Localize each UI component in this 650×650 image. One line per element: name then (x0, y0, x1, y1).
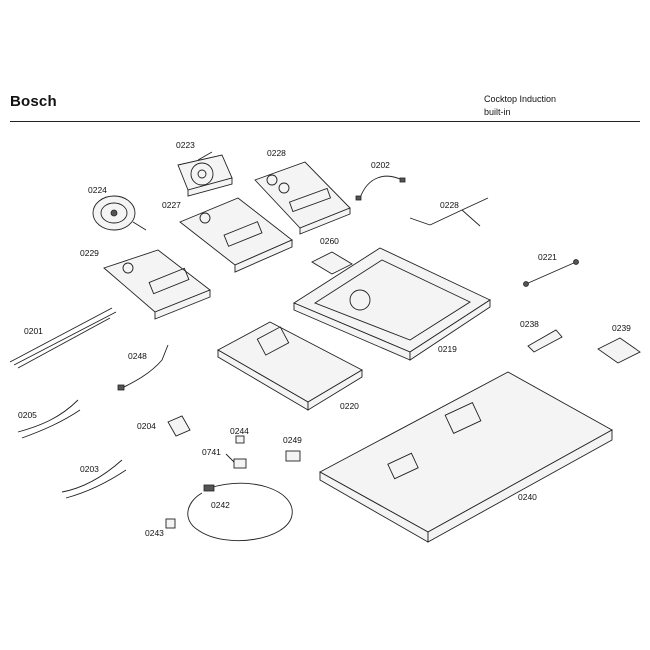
part-label-0229[interactable]: 0229 (80, 248, 99, 258)
part-label-0205[interactable]: 0205 (18, 410, 37, 420)
part-0219-frame-drawing[interactable] (293, 247, 491, 361)
part-label-0219[interactable]: 0219 (438, 344, 457, 354)
part-label-0202[interactable]: 0202 (371, 160, 390, 170)
header-rule (10, 121, 640, 122)
part-0238-bracket-drawing[interactable] (527, 329, 563, 353)
part-0242-hose-drawing[interactable] (187, 482, 293, 542)
part-0201-wires-drawing[interactable] (9, 307, 117, 369)
document-title: Cocktop Induction built-in (484, 93, 556, 119)
part-0239-plate-drawing[interactable] (597, 337, 641, 364)
part-0228-cable-drawing[interactable] (409, 197, 489, 227)
part-0202-cable-drawing[interactable] (355, 175, 406, 201)
part-label-0243[interactable]: 0243 (145, 528, 164, 538)
part-label-0224[interactable]: 0224 (88, 185, 107, 195)
part-0260-plate-drawing[interactable] (311, 251, 353, 275)
part-label-0201[interactable]: 0201 (24, 326, 43, 336)
part-0229-board-drawing[interactable] (103, 249, 211, 320)
part-label-0260[interactable]: 0260 (320, 236, 339, 246)
part-0221-rod-drawing[interactable] (523, 259, 579, 287)
part-0220-housing-drawing[interactable] (217, 321, 363, 411)
part-0248-cable-drawing[interactable] (117, 344, 169, 391)
part-label-0223[interactable]: 0223 (176, 140, 195, 150)
part-0223-fan-drawing[interactable] (177, 151, 233, 197)
part-0741-drawing[interactable] (225, 453, 247, 469)
part-0227-board-drawing[interactable] (179, 197, 293, 273)
part-label-0248[interactable]: 0248 (128, 351, 147, 361)
part-0249-connector-drawing[interactable] (285, 450, 301, 462)
part-0228-board-top-drawing[interactable] (254, 161, 351, 235)
part-label-0227[interactable]: 0227 (162, 200, 181, 210)
part-label-0240[interactable]: 0240 (518, 492, 537, 502)
part-label-0220[interactable]: 0220 (340, 401, 359, 411)
part-label-0203[interactable]: 0203 (80, 464, 99, 474)
title-line-1: Cocktop Induction (484, 94, 557, 104)
part-label-0242[interactable]: 0242 (211, 500, 230, 510)
part-label-0741[interactable]: 0741 (202, 447, 221, 457)
part-0204-clip-drawing[interactable] (167, 415, 191, 437)
title-line-2: built-in (484, 107, 511, 117)
part-label-0244[interactable]: 0244 (230, 426, 249, 436)
part-0243-fitting-drawing[interactable] (165, 518, 176, 529)
part-0240-tray-drawing[interactable] (319, 371, 613, 543)
part-0203-wires-drawing[interactable] (61, 459, 127, 499)
part-0244-drawing[interactable] (235, 435, 245, 444)
part-label-0204[interactable]: 0204 (137, 421, 156, 431)
part-label-0221[interactable]: 0221 (538, 252, 557, 262)
part-label-0249[interactable]: 0249 (283, 435, 302, 445)
part-label-0238[interactable]: 0238 (520, 319, 539, 329)
part-label-0228-top[interactable]: 0228 (267, 148, 286, 158)
part-label-0228-right[interactable]: 0228 (440, 200, 459, 210)
part-0205-wires-drawing[interactable] (17, 399, 81, 439)
part-0224-fan-drawing[interactable] (92, 195, 147, 231)
brand-name: Bosch (10, 93, 57, 110)
part-label-0239[interactable]: 0239 (612, 323, 631, 333)
